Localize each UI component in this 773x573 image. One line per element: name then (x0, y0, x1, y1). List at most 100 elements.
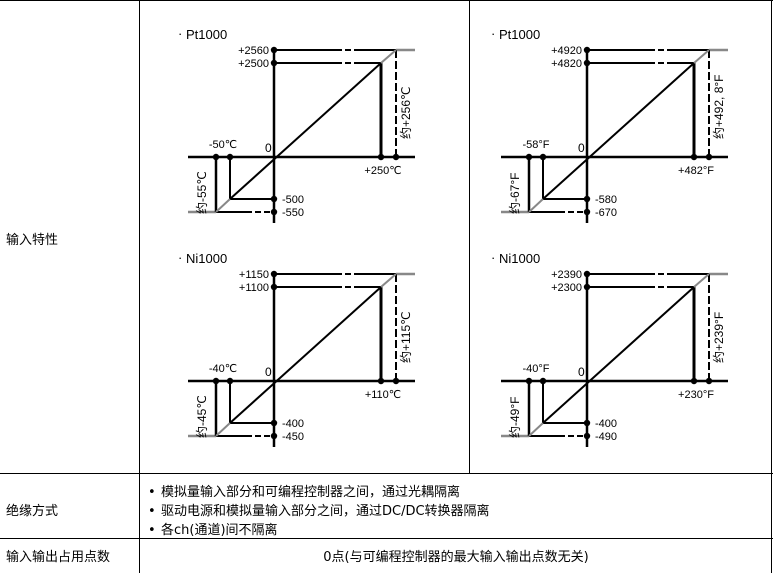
diagram-label: -40℃ (209, 363, 237, 375)
diagram-label: -50℃ (209, 139, 237, 151)
diagram-label: +4820 (551, 58, 582, 70)
row-label-isolation: 绝缘方式 (6, 504, 59, 519)
diagram-label: +4920 (551, 45, 582, 57)
diagram-label: -400 (282, 418, 304, 430)
point-marker (212, 153, 220, 161)
table-border-right (771, 0, 772, 573)
point-marker (377, 377, 385, 385)
point-marker (392, 377, 400, 385)
diagram-label: +250℃ (364, 165, 401, 177)
bullet: · (491, 26, 495, 41)
point-marker (270, 270, 278, 278)
point-marker (539, 153, 547, 161)
point-marker (212, 377, 220, 385)
point-marker (583, 432, 591, 440)
point-marker (539, 377, 547, 385)
point-marker (270, 432, 278, 440)
characteristic-extension (215, 198, 231, 213)
diagram-label: Pt1000 (186, 27, 227, 42)
diagram-label: Ni1000 (186, 251, 227, 266)
point-marker (705, 153, 713, 161)
point-marker (226, 377, 234, 385)
characteristic-extension (528, 198, 544, 213)
diagram-label: 0 (265, 365, 272, 379)
point-marker (377, 153, 385, 161)
row-divider (0, 538, 773, 539)
diagram-label: +110℃ (365, 389, 401, 401)
point-marker (583, 46, 591, 54)
point-marker (583, 208, 591, 216)
row-label-io-points: 输入输出占用点数 (6, 550, 111, 565)
characteristic-line (542, 286, 695, 424)
diagram-label: Ni1000 (499, 251, 540, 266)
table-border-top (0, 0, 773, 1)
characteristic-line (229, 286, 382, 424)
isolation-item: •驱动电源和模拟量输入部分之间，通过DC/DC转换器隔离 (148, 504, 490, 519)
diagram-label: +230°F (678, 389, 714, 401)
point-marker (583, 419, 591, 427)
point-marker (525, 377, 533, 385)
diagram-label: +2560 (238, 45, 269, 57)
point-marker (270, 208, 278, 216)
point-marker (270, 59, 278, 67)
diagram-label: 约+256℃ (398, 86, 413, 139)
diagram-label: 0 (578, 365, 585, 379)
diagram-divider (469, 0, 470, 473)
diagram-label: +2390 (551, 269, 582, 281)
point-marker (226, 153, 234, 161)
io-points-value: 0点(与可编程控制器的最大输入输出点数无关) (323, 550, 589, 565)
diagram-label: +1150 (239, 269, 269, 281)
point-marker (525, 153, 533, 161)
diagram-label: +2500 (238, 58, 269, 70)
diagram-label: -670 (595, 207, 617, 219)
characteristic-extension (380, 273, 397, 288)
diagram-label: -580 (595, 194, 617, 206)
point-marker (583, 195, 591, 203)
point-marker (705, 377, 713, 385)
characteristic-extension (528, 422, 544, 437)
diagram-label: -550 (282, 207, 304, 219)
characteristic-extension (693, 273, 710, 288)
diagram-label: 约-67°F (507, 173, 522, 214)
diagram-label: 约+239°F (711, 312, 726, 363)
row-divider (0, 473, 773, 474)
characteristic-extension (693, 49, 710, 64)
diagram-label: -490 (595, 431, 617, 443)
diagram-label: -500 (282, 194, 304, 206)
bullet: · (491, 250, 495, 265)
diagram-label: 0 (578, 141, 585, 155)
diagram-label: 约-49°F (507, 397, 522, 438)
point-marker (392, 153, 400, 161)
bullet: · (178, 26, 182, 41)
point-marker (270, 283, 278, 291)
diagram-label: -40°F (522, 363, 549, 375)
point-marker (270, 46, 278, 54)
diagram-label: 约+115℃ (398, 311, 413, 363)
diagram-label: 约-45℃ (194, 395, 209, 438)
isolation-item: •各ch(通道)间不隔离 (148, 523, 278, 538)
diagram-label: -400 (595, 418, 617, 430)
row-label-input-characteristics: 输入特性 (6, 233, 59, 248)
isolation-item-text: 各ch(通道)间不隔离 (161, 523, 278, 538)
column-divider (139, 0, 140, 573)
characteristic-extension (215, 422, 231, 437)
isolation-item-text: 模拟量输入部分和可编程控制器之间，通过光耦隔离 (161, 485, 461, 500)
diagram-label: +1100 (239, 282, 269, 294)
isolation-item: •模拟量输入部分和可编程控制器之间，通过光耦隔离 (148, 485, 461, 500)
isolation-item-text: 驱动电源和模拟量输入部分之间，通过DC/DC转换器隔离 (161, 504, 490, 519)
characteristic-line (542, 62, 695, 200)
diagram-label: 0 (265, 141, 272, 155)
diagram-label: 约-55℃ (194, 171, 209, 214)
point-marker (583, 283, 591, 291)
diagram-label: -58°F (522, 139, 549, 151)
diagram-label: -450 (282, 431, 304, 443)
point-marker (270, 195, 278, 203)
point-marker (270, 419, 278, 427)
characteristic-extension (380, 49, 397, 64)
point-marker (690, 153, 698, 161)
point-marker (583, 59, 591, 67)
diagram-label: +482°F (678, 165, 714, 177)
diagram-label: 约+492, 8°F (711, 74, 726, 139)
point-marker (583, 270, 591, 278)
input-characteristic-diagrams: · Pt1000 +2560+2500 -500-550 0 -50℃ +250℃ 约+256… (178, 26, 728, 447)
